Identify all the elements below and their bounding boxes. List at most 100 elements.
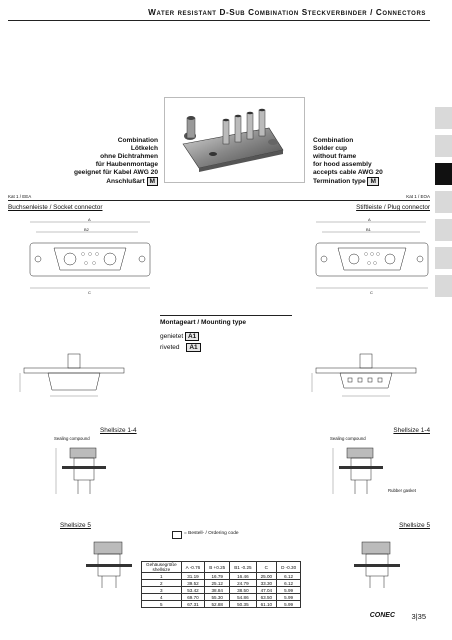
table-cell: 5 [141, 600, 182, 608]
mounting-title: Montageart / Mounting type [160, 319, 247, 326]
shellsize-5-right: Shellsize 5 [399, 522, 430, 529]
table-cell: 25.00 [255, 572, 278, 580]
table-cell: 54.86 [229, 593, 257, 601]
section-rule [8, 200, 430, 201]
mounting-code: A1 [184, 332, 200, 341]
termination-badge: M [367, 177, 379, 187]
table-cell: 4 [141, 593, 182, 601]
mounting-options: genietet A1 riveted A1 [160, 331, 201, 353]
table-cell: 38.50 [229, 586, 257, 594]
chapter-tab[interactable] [435, 107, 452, 129]
chapter-tab[interactable] [435, 191, 452, 213]
table-cell: 31.19 [180, 572, 206, 580]
table-cell: 50.35 [229, 600, 257, 608]
mounting-option: riveted A1 [160, 342, 201, 353]
dimension-table: Gehäusegröße shellsize A -0.76 B +0.25 B… [141, 561, 302, 608]
table-cell: 1 [141, 572, 182, 580]
desc-line: für Haubenmontage [95, 161, 158, 169]
mounting-option: genietet A1 [160, 331, 201, 342]
chapter-tab[interactable] [435, 275, 452, 297]
socket-title: Buchsenleiste / Socket connector [8, 204, 103, 211]
dim-label-b1: B1 [366, 227, 372, 232]
desc-line: accepts cable AWG 20 [313, 169, 383, 177]
table-cell: 67.31 [180, 600, 206, 608]
page-header-title: Water resistant D-Sub Combination Steckv… [148, 8, 426, 17]
table-cell: 63.50 [255, 593, 278, 601]
dim-label-a: A [88, 217, 91, 222]
table-cell: 69.70 [180, 593, 206, 601]
mounting-code: A1 [186, 343, 201, 352]
header-rule [8, 20, 430, 21]
product-photo [164, 97, 305, 183]
mounting-rule [160, 315, 292, 316]
table-header-row: Gehäusegröße shellsize A -0.76 B +0.25 B… [141, 561, 302, 573]
table-cell: 47.04 [255, 586, 278, 594]
table-header: C [255, 561, 278, 573]
table-cell: 24.79 [229, 579, 257, 587]
connector-photo-graphic [182, 108, 284, 172]
ordering-note: = Bestell- / Ordering code [184, 531, 239, 536]
desc-line: without frame [313, 153, 357, 161]
kat-left: Kat 1 / EEA [8, 194, 32, 199]
dim-label-c: C [370, 290, 373, 295]
chapter-tab[interactable] [435, 219, 452, 241]
table-cell: 55.30 [204, 593, 231, 601]
chapter-tab[interactable] [435, 247, 452, 269]
table-cell: 16.46 [229, 572, 257, 580]
termination-label: Termination type [313, 178, 366, 186]
desc-line: Solder cup [313, 145, 348, 153]
chapter-tab-active[interactable] [435, 163, 452, 185]
table-header: B1 -0.25 [229, 561, 257, 573]
table-cell: 38.84 [204, 586, 231, 594]
shellsize-5-section-right [354, 541, 400, 588]
desc-line: geeignet für Kabel AWG 20 [73, 169, 158, 177]
chapter-tab[interactable] [435, 135, 452, 157]
plug-title: Stiftleiste / Plug connector [356, 204, 430, 211]
shellsize-14-right: Shellsize 1-4 [393, 427, 430, 434]
plug-connector-drawing: A B1 C [315, 217, 429, 295]
desc-line: for hood assembly [313, 161, 372, 169]
table-header: B +0.25 [204, 561, 231, 573]
shellsize-14-left: Shellsize 1-4 [100, 427, 137, 434]
socket-side-view [19, 353, 125, 397]
conec-logo: CONEC [369, 612, 395, 619]
table-cell: 61.10 [255, 600, 278, 608]
plug-side-view [311, 353, 417, 397]
shellsize-14-section-left [55, 447, 106, 494]
sealing-label-left: Sealing compound [54, 436, 90, 441]
chapter-tabs [435, 0, 452, 640]
dim-label-b2: B2 [84, 227, 90, 232]
ordering-code-swatch [172, 531, 182, 539]
termination-line: Termination type M [313, 177, 423, 187]
shellsize-5-section-left [86, 541, 132, 588]
table-cell: 39.52 [180, 579, 206, 587]
sealing-label-right: Sealing compound [330, 436, 366, 441]
rubber-gasket-label: Rubber gasket [388, 488, 416, 493]
right-description: Combination Solder cup without frame for… [313, 137, 423, 187]
table-cell: 5.99 [276, 600, 302, 608]
shellsize-14-section-right [332, 447, 383, 494]
table-header: A -0.76 [180, 561, 206, 573]
termination-line: Anschlußart M [40, 177, 158, 187]
termination-label: Anschlußart [106, 178, 145, 186]
desc-line: ohne Dichtrahmen [100, 153, 158, 161]
shellsize-5-left: Shellsize 5 [60, 522, 91, 529]
table-cell: 6.12 [276, 572, 302, 580]
table-cell: 6.12 [276, 579, 302, 587]
mounting-option-label: riveted [160, 344, 180, 351]
table-cell: 2 [141, 579, 182, 587]
table-header: Gehäusegröße shellsize [141, 561, 182, 573]
table-cell: 53.42 [180, 586, 206, 594]
table-cell: 25.12 [204, 579, 231, 587]
desc-line: Combination [313, 137, 354, 144]
desc-line: Combination [117, 137, 158, 144]
table-header: D -0.30 [276, 561, 302, 573]
desc-line: Lötkelch [130, 145, 158, 153]
table-cell: 33.30 [255, 579, 278, 587]
table-cell: 5.99 [276, 593, 302, 601]
